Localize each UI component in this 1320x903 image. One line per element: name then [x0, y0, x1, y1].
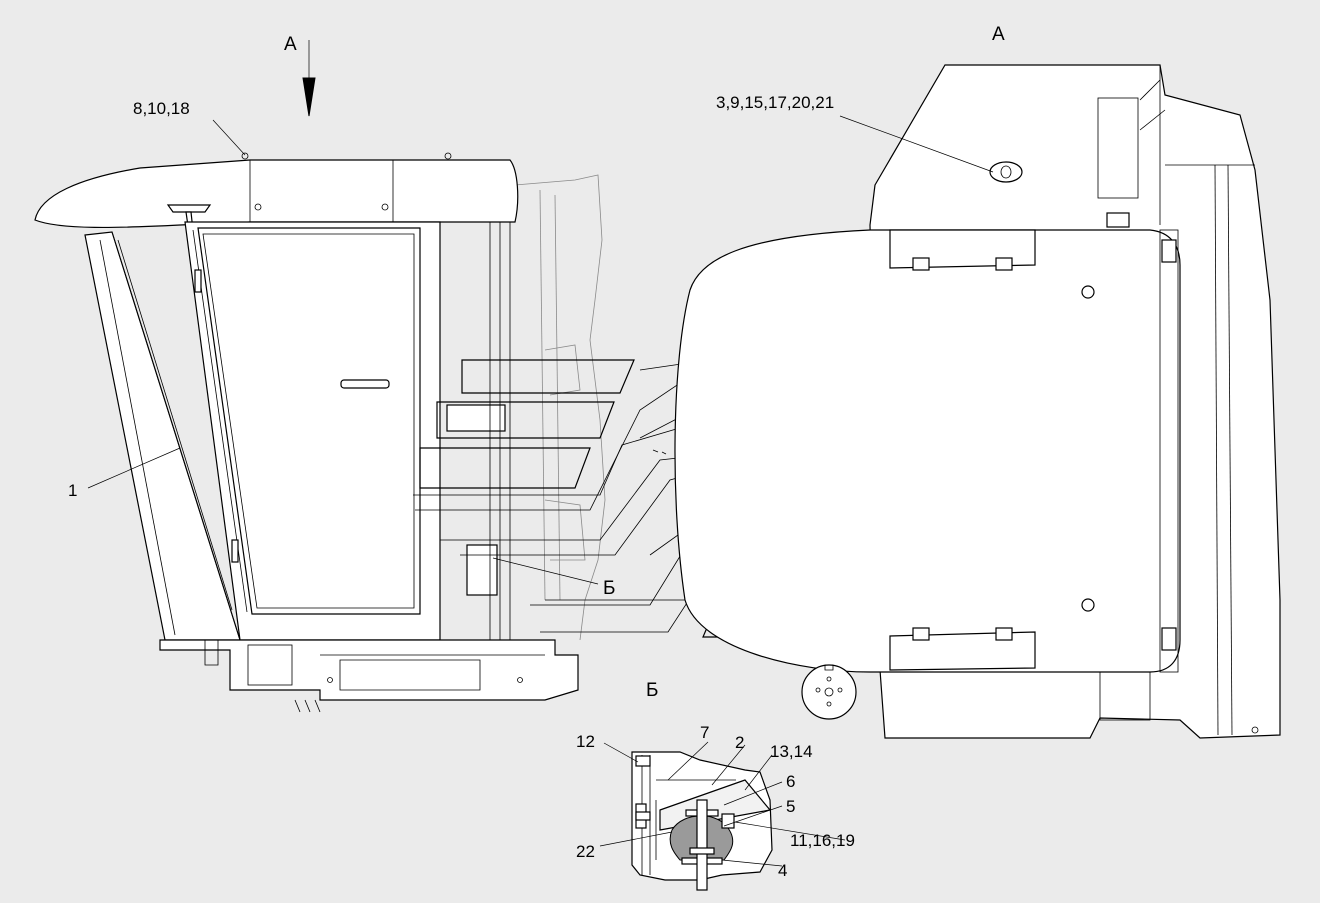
callout-cab: 1 [68, 481, 77, 500]
cab-side-view [34, 152, 606, 713]
frame-behind-cab [446, 174, 606, 641]
callout-4: 4 [778, 861, 787, 880]
view-a-arrow [302, 77, 316, 117]
roof-beacon [989, 161, 1023, 183]
labels: А А Б Б 1 8,10,18 3,9,15,17,20,21 12 7 2… [68, 24, 1005, 880]
callout-22: 22 [576, 842, 595, 861]
view-a-cab-roof [674, 229, 1181, 673]
callout-7: 7 [700, 723, 709, 742]
detail-b [631, 751, 773, 891]
callout-11-16-19: 11,16,19 [790, 831, 855, 850]
view-title: А [992, 24, 1005, 45]
section-title: Б [646, 680, 658, 701]
callout-2: 2 [735, 733, 744, 752]
leader-lines [87, 40, 994, 867]
callout-13-14: 13,14 [770, 742, 813, 761]
cab-roof [34, 159, 519, 229]
door-handle [340, 379, 390, 389]
callout-12: 12 [576, 732, 595, 751]
view-a-wheel [801, 664, 857, 720]
view-arrow-label: А [284, 34, 297, 55]
section-ref-label: Б [603, 578, 615, 599]
callout-roof-fasteners: 8,10,18 [133, 99, 190, 118]
callout-5: 5 [786, 797, 795, 816]
cab-door [197, 227, 421, 615]
callout-view-fasteners: 3,9,15,17,20,21 [716, 93, 834, 112]
cab-base [159, 639, 579, 701]
view-a [674, 64, 1281, 739]
callout-6: 6 [786, 772, 795, 791]
